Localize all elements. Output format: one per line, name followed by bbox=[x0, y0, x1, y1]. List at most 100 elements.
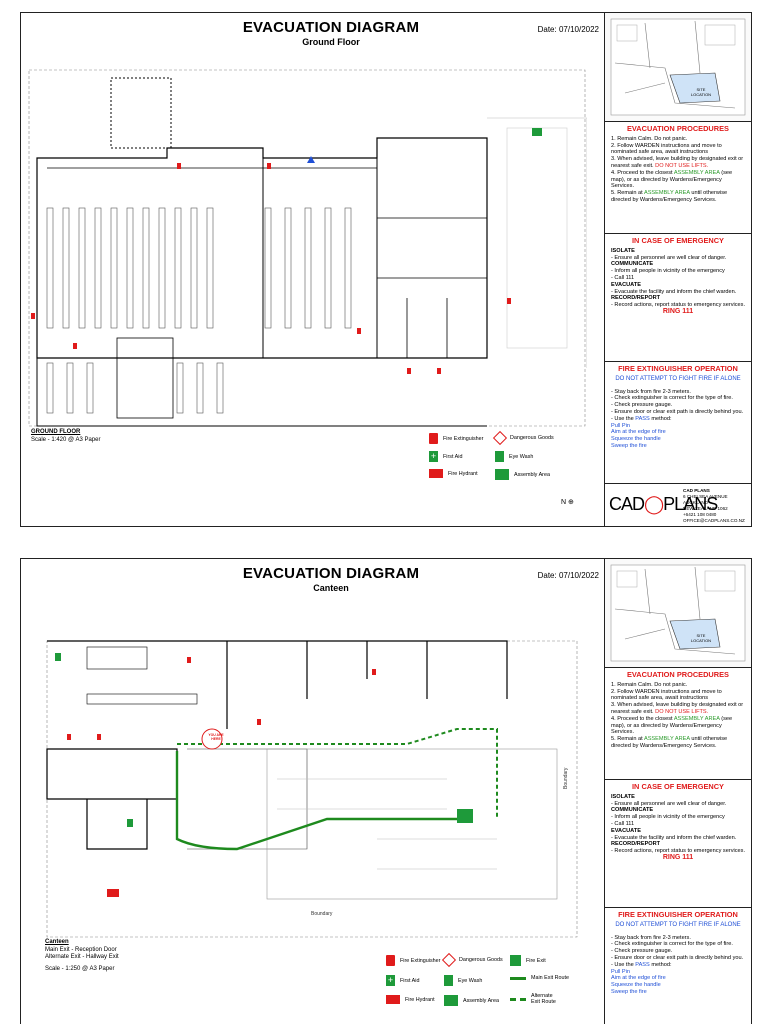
site-location-map: SITE LOCATION bbox=[605, 13, 751, 122]
legend-label: Fire Hydrant bbox=[448, 470, 478, 477]
pass-step: Squeeze the handle bbox=[611, 982, 661, 989]
pass-step: Aim at the edge of fire bbox=[611, 429, 666, 436]
north-arrow: N ⊕ bbox=[561, 499, 574, 506]
site-location-label: SITE LOCATION bbox=[690, 633, 712, 643]
legend-item: Fire Hydrant bbox=[386, 995, 435, 1004]
you-are-here-marker: YOU ARE HERE bbox=[208, 733, 224, 741]
alt-exit-text: Alternate Exit - Hallway Exit bbox=[45, 954, 119, 961]
fire-exit-icon bbox=[510, 955, 521, 966]
fire-extinguisher-icon bbox=[429, 433, 438, 444]
legend-item: Assembly Area bbox=[444, 995, 499, 1006]
first-aid-icon: + bbox=[386, 975, 395, 986]
alternate-exit-route-icon bbox=[510, 997, 526, 1001]
boundary-label: Boundary bbox=[311, 911, 333, 917]
ring-111: RING 111 bbox=[662, 853, 694, 861]
canteen-floor-plan: Boundary bbox=[46, 640, 578, 938]
procedure-step: 5. Remain at ASSEMBLY AREA until otherwi… bbox=[611, 190, 728, 203]
location-map-graphic bbox=[610, 18, 746, 116]
emergency-record: RECORD/REPORT bbox=[611, 295, 661, 302]
legend-item: Fire Hydrant bbox=[429, 469, 478, 478]
extinguisher-warning: DO NOT ATTEMPT TO FIGHT FIRE IF ALONE bbox=[615, 375, 741, 382]
evacuation-sheet-ground-floor: EVACUATION DIAGRAM Ground Floor Date: 07… bbox=[20, 12, 752, 527]
evacuation-procedures: EVACUATION PROCEDURES 1. Remain Calm. Do… bbox=[605, 668, 751, 780]
assembly-area-icon bbox=[444, 995, 458, 1006]
emergency-text: - Record actions, report status to emerg… bbox=[611, 848, 745, 855]
legend-item: Assembly Area bbox=[495, 469, 550, 480]
scale-title: GROUND FLOOR bbox=[31, 429, 81, 435]
extinguisher-step: - Ensure door or clear exit path is dire… bbox=[611, 408, 744, 415]
location-map-graphic bbox=[610, 564, 746, 662]
emergency-text: - Ensure all personnel are well clear of… bbox=[611, 800, 727, 807]
pass-step: Pull Pin bbox=[611, 422, 630, 429]
emergency-communicate: COMMUNICATE bbox=[611, 261, 654, 268]
sheet-title: EVACUATION DIAGRAM bbox=[242, 565, 420, 582]
emergency-text: - Evacuate the facility and inform the c… bbox=[611, 288, 737, 295]
emergency-evacuate: EVACUATE bbox=[611, 827, 641, 834]
extinguisher-step: - Check pressure gauge. bbox=[611, 948, 673, 955]
emergency-text: - Call 111 bbox=[611, 274, 635, 281]
emergency-text: - Call 111 bbox=[611, 820, 635, 827]
first-aid-icon: + bbox=[429, 451, 438, 462]
in-case-of-emergency: IN CASE OF EMERGENCY ISOLATE - Ensure al… bbox=[605, 234, 751, 362]
scale-text: Scale - 1:420 @ A3 Paper bbox=[31, 436, 101, 443]
evacuation-procedures: EVACUATION PROCEDURES 1. Remain Calm. Do… bbox=[605, 122, 751, 234]
fire-hydrant-icon bbox=[386, 995, 400, 1004]
legend-item: Dangerous Goods bbox=[492, 430, 554, 446]
procedure-step: 2. Follow WARDEN instructions and move t… bbox=[611, 688, 722, 702]
extinguisher-step: - Check extinguisher is correct for the … bbox=[611, 941, 733, 948]
legend-item: Fire Exit bbox=[510, 955, 546, 966]
procedure-step: 4. Proceed to the closest ASSEMBLY AREA … bbox=[611, 715, 733, 736]
pass-step: Pull Pin bbox=[611, 968, 630, 975]
scale-title: Canteen bbox=[45, 939, 69, 945]
legend-label: Fire Extinguisher bbox=[443, 435, 484, 442]
dangerous-goods-icon bbox=[492, 430, 508, 446]
legend-label: Eye Wash bbox=[509, 453, 534, 460]
emergency-isolate: ISOLATE bbox=[611, 247, 635, 254]
legend-label: First Aid bbox=[443, 453, 463, 460]
scale-block: Canteen Main Exit - Reception Door Alter… bbox=[45, 939, 119, 973]
emergency-evacuate: EVACUATE bbox=[611, 281, 641, 288]
sheet-subtitle: Ground Floor bbox=[302, 37, 360, 47]
extinguisher-step: - Use the PASS method: bbox=[611, 415, 672, 422]
emergency-text: - Evacuate the facility and inform the c… bbox=[611, 834, 737, 841]
dangerous-goods-icon bbox=[441, 952, 457, 968]
assembly-area-icon bbox=[495, 469, 509, 480]
sheet-title: EVACUATION DIAGRAM bbox=[242, 19, 420, 36]
sheet-title-block: EVACUATION DIAGRAM Canteen bbox=[181, 565, 481, 593]
eye-wash-icon bbox=[495, 451, 504, 462]
emergency-title: IN CASE OF EMERGENCY bbox=[632, 782, 724, 791]
legend-item: Dangerous Goods bbox=[441, 952, 503, 968]
site-location-map: SITE LOCATION bbox=[605, 559, 751, 668]
procedures-title: EVACUATION PROCEDURES bbox=[627, 124, 729, 133]
sheet-subtitle: Canteen bbox=[313, 583, 349, 593]
legend: Fire Extinguisher Dangerous Goods Fire E… bbox=[386, 952, 606, 1024]
emergency-text: - Inform all people in vicinity of the e… bbox=[611, 814, 725, 821]
sheet-date: Date: 07/10/2022 bbox=[537, 25, 599, 34]
evacuation-sheet-canteen: EVACUATION DIAGRAM Canteen Date: 07/10/2… bbox=[20, 558, 752, 1024]
procedure-step: 5. Remain at ASSEMBLY AREA until otherwi… bbox=[611, 736, 728, 749]
fire-extinguisher-operation: FIRE EXTINGUISHER OPERATION DO NOT ATTEM… bbox=[605, 908, 751, 1024]
ground-floor-plan bbox=[28, 69, 587, 427]
procedure-step: 2. Follow WARDEN instructions and move t… bbox=[611, 142, 722, 156]
legend: Fire Extinguisher Dangerous Goods + First… bbox=[429, 430, 589, 493]
pass-step: Squeeze the handle bbox=[611, 436, 661, 443]
legend-label: Assembly Area bbox=[514, 471, 550, 478]
legend-item: Fire Extinguisher bbox=[386, 955, 440, 966]
company-address: CAD PLANS 6 CHELSEA AVENUE AUCKLAND NEW … bbox=[683, 488, 745, 523]
site-location-label: SITE LOCATION bbox=[690, 87, 712, 97]
svg-text:Boundary: Boundary bbox=[563, 767, 569, 789]
fire-extinguisher-icon bbox=[386, 955, 395, 966]
extinguisher-title: FIRE EXTINGUISHER OPERATION bbox=[618, 364, 738, 373]
emergency-communicate: COMMUNICATE bbox=[611, 807, 654, 814]
procedures-title: EVACUATION PROCEDURES bbox=[627, 670, 729, 679]
emergency-title: IN CASE OF EMERGENCY bbox=[632, 236, 724, 245]
scale-text: Scale - 1:250 @ A3 Paper bbox=[45, 965, 115, 972]
procedure-step: 4. Proceed to the closest ASSEMBLY AREA … bbox=[611, 169, 733, 190]
north-label: N bbox=[561, 499, 567, 506]
in-case-of-emergency: IN CASE OF EMERGENCY ISOLATE - Ensure al… bbox=[605, 780, 751, 908]
pass-step: Sweep the fire bbox=[611, 442, 647, 449]
procedure-step: 3. When advised, leave building by desig… bbox=[611, 156, 744, 169]
info-panel: SITE LOCATION EVACUATION PROCEDURES 1. R… bbox=[604, 559, 751, 1024]
fire-hydrant-icon bbox=[429, 469, 443, 478]
fire-extinguisher-operation: FIRE EXTINGUISHER OPERATION DO NOT ATTEM… bbox=[605, 362, 751, 484]
